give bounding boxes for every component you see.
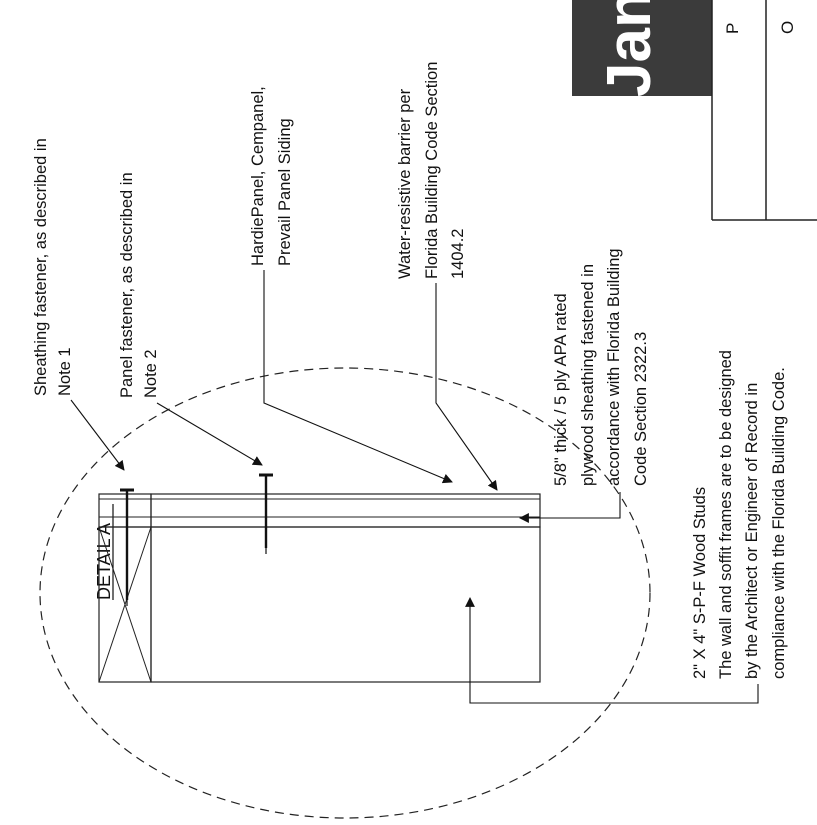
- callout-wood-studs: 2" X 4" S-P-F Wood Studs The wall and so…: [691, 350, 788, 679]
- panel-nail: [259, 473, 273, 554]
- sheathing-layer: [150, 493, 541, 528]
- detail-circle: [39, 367, 651, 819]
- callout-panel-fastener: Panel fastener, as described in Note 2: [118, 172, 160, 398]
- callout-line: Note 2: [142, 349, 160, 398]
- leader-panel-siding: [263, 270, 453, 484]
- sheathing-nail: [120, 488, 134, 606]
- leader-lines: [70, 270, 759, 704]
- callout-line: by the Architect or Engineer of Record i…: [743, 383, 761, 679]
- title-block: Jan P O: [572, 0, 817, 221]
- brand-banner: [572, 0, 712, 96]
- table-cell-o: O: [778, 21, 797, 34]
- table-cell-p: P: [723, 23, 742, 34]
- brand-text: Jan: [595, 0, 664, 97]
- soffit-frame: [150, 526, 541, 683]
- callout-sheathing-fastener: Sheathing fastener, as described in Note…: [32, 138, 74, 396]
- callout-line: Florida Building Code Section: [423, 62, 441, 279]
- callout-line: Sheathing fastener, as described in: [32, 138, 50, 396]
- callout-line: plywood sheathing fastened in: [579, 264, 597, 486]
- callout-plywood-sheathing: 5/8" thick / 5 ply APA rated plywood she…: [552, 248, 650, 486]
- leader-sheathing-fastener: [70, 399, 125, 471]
- leader-wood-studs: [465, 597, 759, 704]
- callout-line: compliance with the Florida Building Cod…: [770, 367, 788, 679]
- callout-line: 2" X 4" S-P-F Wood Studs: [691, 487, 709, 679]
- callout-line: 5/8" thick / 5 ply APA rated: [552, 293, 570, 486]
- callout-line: The wall and soffit frames are to be des…: [717, 350, 735, 679]
- callout-line: Note 1: [56, 347, 74, 396]
- callout-panel-siding: HardiePanel, Cempanel, Prevail Panel Sid…: [249, 86, 294, 266]
- callout-water-barrier: Water-resistive barrier per Florida Buil…: [396, 62, 467, 279]
- callout-line: Water-resistive barrier per: [396, 88, 414, 279]
- callout-line: 1404.2: [449, 229, 467, 279]
- callout-line: Code Section 2322.3: [632, 332, 650, 486]
- leader-plywood-sheathing: [519, 492, 621, 523]
- detail-title: DETAIL A: [94, 504, 114, 600]
- leader-panel-fastener: [156, 402, 263, 466]
- stud-cross-2: [98, 526, 152, 683]
- callout-line: accordance with Florida Building: [605, 248, 623, 486]
- callout-line: Panel fastener, as described in: [118, 172, 136, 398]
- callout-line: HardiePanel, Cempanel,: [249, 86, 267, 266]
- leader-water-barrier: [435, 283, 498, 491]
- callout-line: Prevail Panel Siding: [276, 118, 294, 266]
- wall-section: [98, 473, 541, 683]
